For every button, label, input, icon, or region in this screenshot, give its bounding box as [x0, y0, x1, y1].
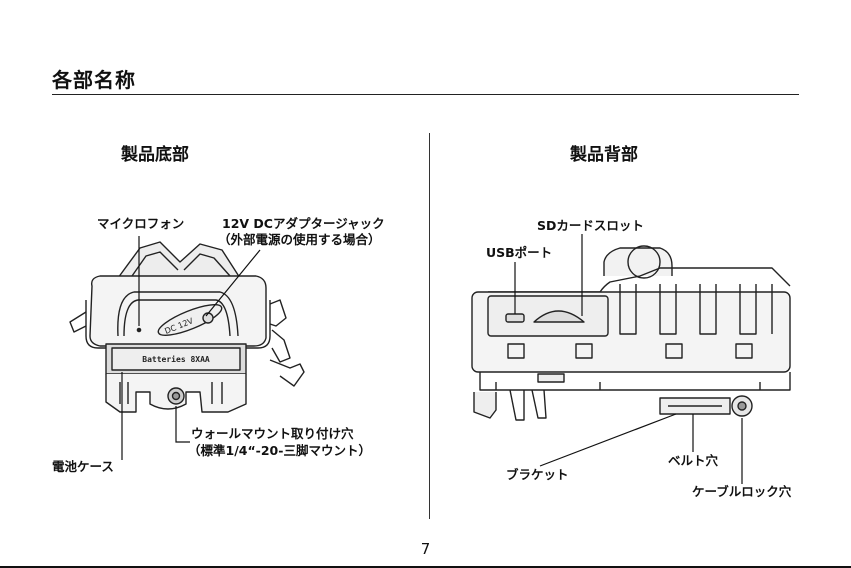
camera-back-illustration	[472, 246, 790, 420]
label-usb-port: USBポート	[486, 245, 552, 261]
label-dc-jack-line2: （外部電源の使用する場合）	[218, 232, 381, 248]
label-wall-mount-line2: （標準1/4“-20-三脚マウント）	[188, 443, 371, 459]
label-bracket: ブラケット	[506, 467, 569, 483]
label-wall-mount-line1: ウォールマウント取り付け穴	[191, 426, 354, 442]
label-sd-slot: SDカードスロット	[537, 218, 644, 234]
label-dc-jack-line1: 12V DCアダプタージャック	[222, 216, 385, 232]
page-number: 7	[0, 540, 851, 558]
label-battery-case: 電池ケース	[52, 459, 114, 475]
label-cable-lock-hole: ケーブルロック穴	[692, 484, 791, 500]
label-microphone: マイクロフォン	[97, 216, 184, 232]
label-belt-hole: ベルト穴	[668, 453, 718, 469]
battery-print: Batteries 8XAA	[142, 354, 210, 364]
